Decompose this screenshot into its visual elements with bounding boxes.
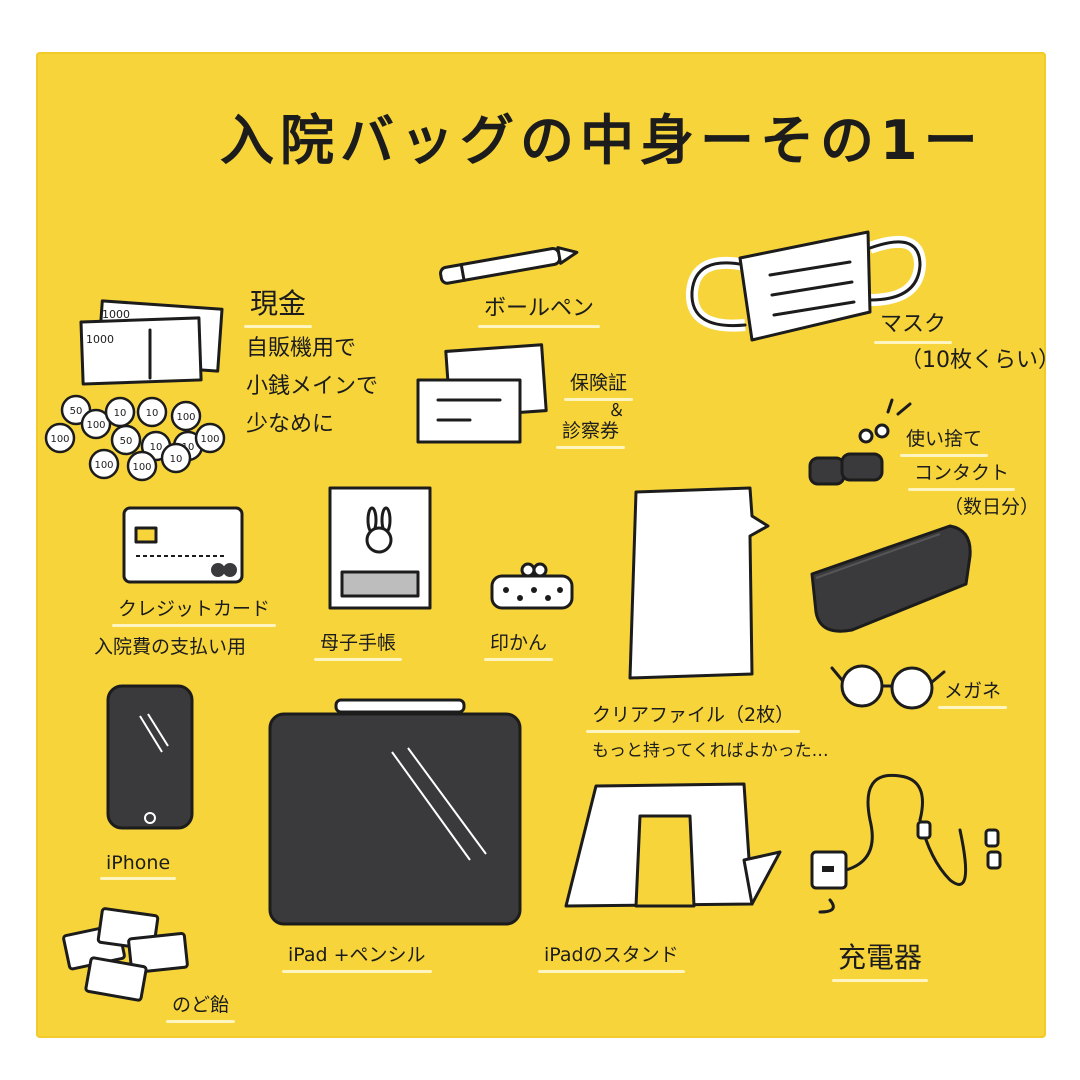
clear-file-note: もっと持ってくればよかった… <box>592 741 829 761</box>
contacts-label-2: コンタクト <box>907 458 1016 491</box>
clear-file-label: クリアファイル（2枚） <box>585 700 801 733</box>
cash-note-2: 小銭メインで <box>246 374 379 399</box>
ipad-label: iPad +ペンシル <box>282 940 432 973</box>
illustration-board <box>36 52 1046 1038</box>
glasses-label: メガネ <box>937 676 1008 709</box>
mask-label: マスク <box>873 306 953 344</box>
contacts-note: （数日分） <box>944 496 1040 518</box>
credit-card-note: 入院費の支払い用 <box>94 636 247 658</box>
mother-handbook-label: 母子手帳 <box>313 628 403 661</box>
ipad-stand-label: iPadのスタンド <box>538 940 685 973</box>
page-title: 入院バッグの中身ーその1ー <box>220 109 984 172</box>
iphone-label: iPhone <box>99 852 177 880</box>
insurance-label: 保険証 <box>563 368 634 401</box>
credit-card-label: クレジットカード <box>111 594 277 627</box>
cash-note-1: 自販機用で <box>246 336 357 361</box>
mask-note: （10枚くらい） <box>900 348 1060 373</box>
cash-label: 現金 <box>243 282 313 328</box>
charger-label: 充電器 <box>831 936 929 982</box>
insurance-amp: ＆ <box>608 401 625 421</box>
throat-candy-label: のど飴 <box>165 990 236 1023</box>
contacts-label: 使い捨て <box>899 424 989 457</box>
cash-note-3: 少なめに <box>246 412 335 437</box>
stamp-label: 印かん <box>483 628 554 661</box>
pen-label: ボールペン <box>477 290 601 328</box>
clinic-card-label: 診察券 <box>555 416 626 449</box>
